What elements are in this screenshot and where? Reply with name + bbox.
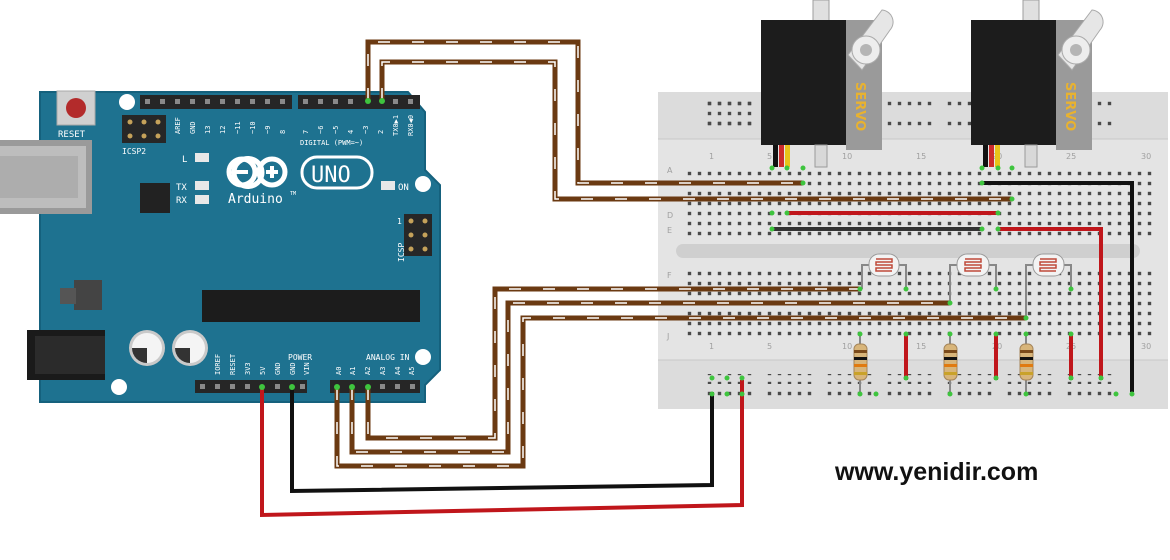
analog-pin-label: A0 — [335, 367, 343, 375]
wire-brown — [379, 59, 1012, 202]
website-url: www.yenidir.com — [835, 458, 1039, 486]
led-rx-label: RX — [176, 196, 187, 206]
pin-label: TX0▶1 — [392, 115, 400, 136]
analog-pin-label: A3 — [379, 367, 387, 375]
pin-label: ~3 — [362, 126, 370, 134]
bb-row-letter: D — [667, 211, 673, 220]
tm-mark: TM — [290, 191, 296, 197]
bb-col-number: 15 — [916, 342, 926, 351]
power-pin-label: IOREF — [214, 354, 222, 375]
bb-row-letter: F — [667, 271, 672, 280]
pin-label: 2 — [377, 130, 385, 134]
bb-col-number: 25 — [1066, 152, 1076, 161]
icsp-label: ICSP — [397, 243, 406, 262]
icsp2-label: ICSP2 — [122, 147, 146, 156]
pin-label: RX0◀0 — [407, 115, 415, 136]
power-pin-label: 3V3 — [244, 362, 252, 375]
bb-col-number: 5 — [767, 152, 772, 161]
bb-row-letter: J — [666, 332, 669, 341]
digital-header-label: DIGITAL (PWM=~) — [300, 139, 363, 147]
bb-col-number: 1 — [709, 152, 714, 161]
bb-col-number: 10 — [842, 152, 852, 161]
resistor — [943, 334, 958, 396]
arduino-logo: UNO Arduino TM — [226, 155, 374, 207]
resistors — [853, 334, 1034, 396]
wire-black-rail — [982, 181, 1134, 392]
arduino-text: Arduino — [228, 192, 283, 207]
servo-left: SERVO — [761, 0, 894, 168]
uno-text: UNO — [311, 163, 351, 188]
analog-pin-label: A4 — [394, 367, 402, 375]
pin-label: 4 — [347, 130, 355, 134]
wire-gnd-black — [290, 388, 714, 494]
wire-brown — [365, 286, 860, 441]
power-pin-label: 5V — [259, 366, 267, 375]
servo-right: SERVO — [971, 0, 1104, 168]
bb-row-letter: E — [667, 226, 672, 235]
bb-col-number: 5 — [767, 342, 772, 351]
bb-col-number: 30 — [1141, 152, 1151, 161]
analog-pin-label: A2 — [364, 367, 372, 375]
pin-label: ~11 — [234, 121, 242, 134]
servo-label: SERVO — [852, 82, 867, 131]
pin-label: ~9 — [264, 126, 272, 134]
power-pin-label: RESET — [229, 353, 237, 375]
wires — [260, 39, 1134, 518]
led-l-label: L — [182, 155, 187, 165]
pin-label: ~5 — [332, 126, 340, 134]
arduino-uno-board: RESET ICSP2 L TX RX ON — [0, 90, 441, 403]
pin-label: 8 — [279, 130, 287, 134]
power-pin-label: VIN — [303, 362, 311, 375]
pin-label: 13 — [204, 126, 212, 134]
bb-col-number: 10 — [842, 342, 852, 351]
pin-label: 12 — [219, 126, 227, 134]
servo-label: SERVO — [1062, 82, 1077, 131]
pin-label: 7 — [302, 130, 310, 134]
resistor — [1019, 334, 1034, 396]
bb-col-number: 1 — [709, 342, 714, 351]
on-led-label: ON — [398, 183, 409, 193]
pin-label: GND — [189, 121, 197, 134]
wire-brown — [365, 39, 803, 186]
led-tx-label: TX — [176, 183, 187, 193]
wire-red-rail — [998, 227, 1103, 380]
icsp-pin1-label: 1 — [397, 217, 402, 226]
pin-label: ~10 — [249, 121, 257, 134]
bb-row-letter: A — [667, 166, 673, 175]
wire-5v-red — [260, 380, 744, 518]
reset-label: RESET — [58, 130, 86, 140]
connection-points — [259, 98, 1135, 397]
bb-col-number: 30 — [1141, 342, 1151, 351]
photoresistors — [861, 253, 1072, 318]
pin-label: ~6 — [317, 126, 325, 134]
pin-label: AREF — [174, 117, 182, 134]
analog-pin-label: A5 — [408, 367, 416, 375]
power-header-label: POWER — [288, 353, 312, 362]
power-pin-label: GND — [274, 362, 282, 375]
wire-brown — [334, 315, 1026, 469]
power-pin-label: GND — [289, 362, 297, 375]
resistor — [853, 334, 868, 396]
bb-col-number: 15 — [916, 152, 926, 161]
wire-brown — [349, 300, 950, 455]
analog-header-label: ANALOG IN — [366, 353, 410, 362]
analog-pin-label: A1 — [349, 367, 357, 375]
